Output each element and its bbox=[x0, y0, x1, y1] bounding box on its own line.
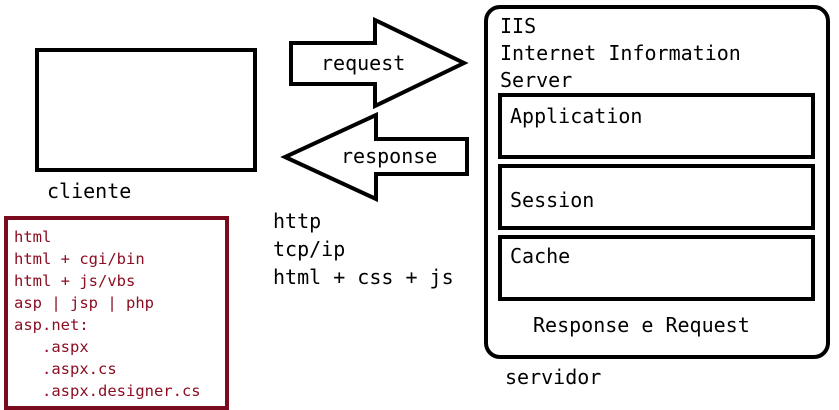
request-arrow bbox=[289, 16, 469, 110]
client-box bbox=[35, 48, 257, 172]
technology-item: html bbox=[14, 228, 52, 246]
response-arrow bbox=[280, 111, 469, 203]
session-box bbox=[498, 164, 815, 230]
technology-item: asp.net: bbox=[14, 316, 89, 334]
application-box bbox=[498, 93, 815, 159]
technology-item: html + cgi/bin bbox=[14, 250, 145, 268]
server-box bbox=[484, 5, 830, 359]
technology-item: html + js/vbs bbox=[14, 272, 136, 290]
application-label: Application bbox=[510, 104, 643, 128]
protocol-item: http bbox=[273, 209, 322, 233]
request-label: request bbox=[321, 51, 406, 75]
server-title-line: Server bbox=[500, 68, 573, 92]
protocol-item: tcp/ip bbox=[273, 237, 346, 261]
server-title-line: Internet Information bbox=[500, 41, 741, 65]
server-title-line: IIS bbox=[500, 14, 537, 38]
session-label: Session bbox=[510, 188, 595, 212]
server-footer: Response e Request bbox=[533, 313, 750, 337]
protocol-item: html + css + js bbox=[273, 265, 454, 289]
technology-item: .aspx.cs bbox=[14, 360, 117, 378]
technology-item: asp | jsp | php bbox=[14, 294, 154, 312]
technology-list: html html + cgi/bin html + js/vbs asp | … bbox=[14, 226, 201, 402]
server-label: servidor bbox=[505, 365, 602, 389]
cache-box bbox=[498, 235, 815, 301]
response-label: response bbox=[341, 144, 438, 168]
client-label: cliente bbox=[47, 179, 132, 203]
technology-item: .aspx.designer.cs bbox=[14, 382, 201, 400]
cache-label: Cache bbox=[510, 244, 571, 268]
technology-item: .aspx bbox=[14, 338, 89, 356]
technology-box bbox=[4, 216, 229, 410]
protocol-list: http tcp/ip html + css + js bbox=[273, 207, 454, 291]
